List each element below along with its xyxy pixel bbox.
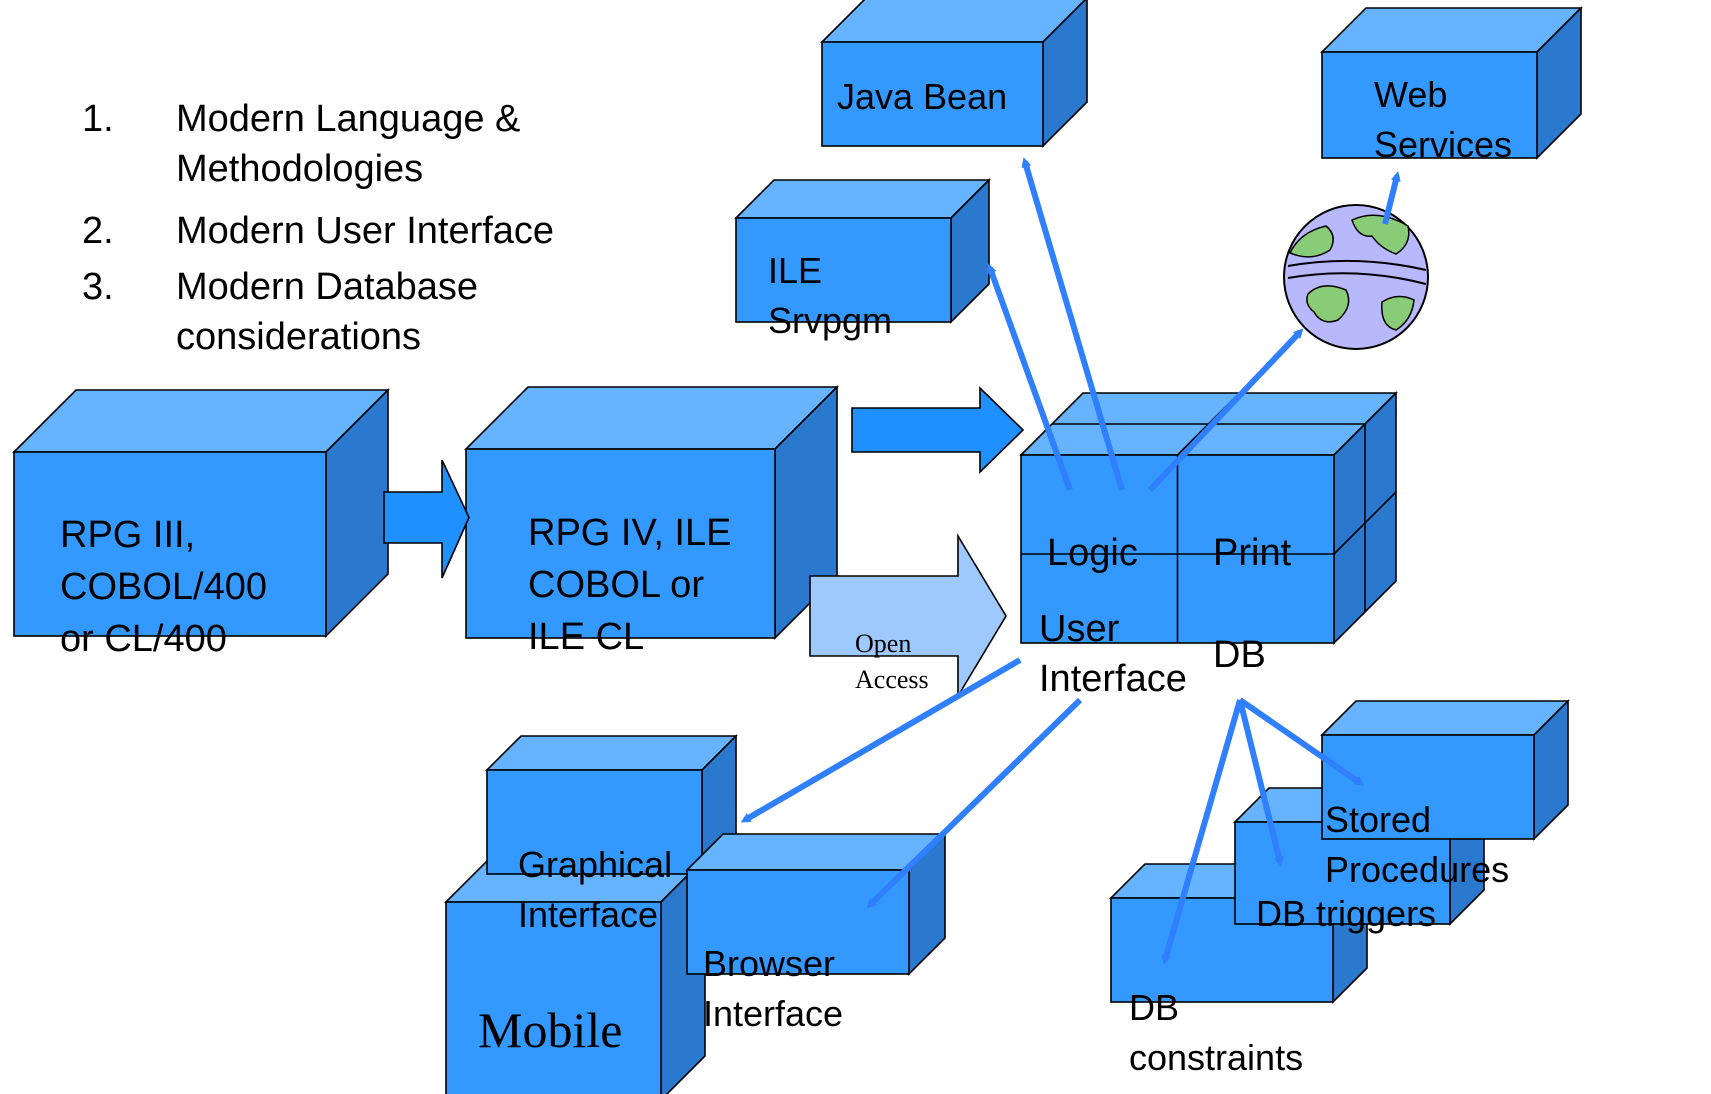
list-text-line: Modern Language & bbox=[176, 98, 521, 140]
arrow-logic-to-java-bean bbox=[1021, 157, 1125, 491]
rpg3-label-line: or CL/400 bbox=[60, 618, 227, 660]
stored-procedures-label-line: Stored bbox=[1325, 799, 1431, 840]
graphical-interface-label-line: Interface bbox=[518, 894, 658, 935]
stored-procedures-label-line: Procedures bbox=[1325, 849, 1509, 890]
mobile-label: Mobile bbox=[478, 1002, 622, 1058]
graphical-interface-box-front-face bbox=[486, 769, 703, 875]
list-text: Modern Database considerations bbox=[176, 262, 478, 362]
web-services-label-line: Web bbox=[1374, 74, 1447, 115]
arrow-ui-to-graphical bbox=[740, 657, 1022, 823]
arrow-db-to-constraints bbox=[1161, 699, 1243, 965]
mobile-box-front-face bbox=[445, 901, 662, 1094]
module-logic-label-line: Logic bbox=[1047, 532, 1138, 574]
open-access-label-line: Access bbox=[855, 665, 929, 694]
list-text-line: considerations bbox=[176, 316, 422, 358]
browser-interface-label-line: Interface bbox=[703, 993, 843, 1034]
list-number: 3. bbox=[82, 266, 114, 308]
module-logic-label: Logic bbox=[1047, 532, 1138, 574]
db-constraints-label: DB constraints bbox=[1129, 987, 1303, 1078]
arrow-globe-to-web-services bbox=[1382, 171, 1401, 225]
list-text: Modern User Interface bbox=[176, 210, 555, 252]
browser-interface-label-line: Browser bbox=[703, 943, 835, 984]
module-db-label: DB bbox=[1213, 634, 1266, 676]
rpg4-label: RPG IV, ILE COBOL or ILE CL bbox=[528, 512, 731, 658]
ile-srvpgm-label: ILE Srvpgm bbox=[768, 250, 892, 341]
rpg3-box-top-face bbox=[12, 389, 390, 453]
rpg4-label-line: ILE CL bbox=[528, 616, 644, 658]
mobile-label-line: Mobile bbox=[478, 1002, 622, 1058]
arrow-ui-to-browser bbox=[866, 697, 1083, 909]
transform-arrow bbox=[383, 459, 470, 579]
web-services-box-top-face bbox=[1320, 7, 1583, 53]
stored-procedures-box-front-face bbox=[1321, 734, 1535, 840]
rpg3-box bbox=[12, 388, 390, 638]
web-services-box-front-face bbox=[1321, 51, 1538, 159]
rpg3-label-line: RPG III, bbox=[60, 514, 195, 556]
module-db-label-line: DB bbox=[1213, 634, 1266, 676]
browser-interface-box-front-face bbox=[686, 869, 910, 975]
db-constraints-label-line: DB bbox=[1129, 987, 1179, 1028]
java-bean-label-line: Java Bean bbox=[837, 76, 1007, 117]
web-services-box bbox=[1320, 6, 1583, 160]
open-access-arrow bbox=[809, 533, 1007, 699]
list-text-line: Modern Database bbox=[176, 266, 479, 308]
list-text: Modern Language & Methodologies bbox=[176, 94, 520, 194]
globe-icon bbox=[1283, 204, 1429, 350]
stored-procedures-box-top-face bbox=[1320, 700, 1570, 736]
rpg4-box-top-face bbox=[464, 386, 839, 450]
db-triggers-label-line: DB triggers bbox=[1256, 893, 1436, 934]
ile-srvpgm-box-front-face bbox=[735, 217, 952, 323]
list-number: 1. bbox=[82, 98, 114, 140]
module-print-label-line: Print bbox=[1213, 532, 1292, 574]
rpg3-box-front-face bbox=[13, 451, 327, 637]
module-print-label: Print bbox=[1213, 532, 1292, 574]
db-constraints-label-line: constraints bbox=[1129, 1037, 1303, 1078]
browser-interface-box-top-face bbox=[685, 833, 947, 871]
rpg4-box-front-face bbox=[465, 448, 776, 639]
browser-interface-box bbox=[685, 832, 947, 976]
open-access-label-line: Open bbox=[855, 629, 911, 658]
java-bean-box bbox=[820, 0, 1088, 148]
ile-srvpgm-box-top-face bbox=[734, 179, 991, 219]
web-services-label-line: Services bbox=[1374, 124, 1512, 165]
java-bean-label: Java Bean bbox=[837, 76, 1007, 117]
rpg4-label-line: COBOL or bbox=[528, 564, 704, 606]
db-triggers-label: DB triggers bbox=[1256, 893, 1436, 934]
graphical-interface-label-line: Graphical bbox=[518, 844, 672, 885]
list-number: 2. bbox=[82, 210, 114, 252]
arrow-db-to-stored-procedures bbox=[1238, 697, 1365, 786]
module-user-interface-label-line: User bbox=[1039, 608, 1120, 650]
rpg4-label-line: RPG IV, ILE bbox=[528, 512, 731, 554]
graphical-interface-box-top-face bbox=[485, 735, 738, 771]
ile-srvpgm-label-line: Srvpgm bbox=[768, 300, 892, 341]
modernize-arrow bbox=[851, 386, 1025, 474]
java-bean-box-front-face bbox=[821, 41, 1044, 147]
stored-procedures-box bbox=[1320, 699, 1570, 841]
ile-srvpgm-label-line: ILE bbox=[768, 250, 822, 291]
list-text-line: Methodologies bbox=[176, 148, 424, 190]
arrow-logic-to-ile-srvpgm bbox=[986, 263, 1073, 492]
module-user-interface-label-line: Interface bbox=[1039, 658, 1187, 700]
rpg3-label: RPG III, COBOL/400 or CL/400 bbox=[60, 514, 267, 660]
rpg3-label-line: COBOL/400 bbox=[60, 566, 267, 608]
arrow-logic-to-globe bbox=[1147, 328, 1304, 493]
arrow-db-to-triggers bbox=[1237, 699, 1284, 867]
java-bean-box-top-face bbox=[820, 0, 1087, 43]
ile-srvpgm-box bbox=[734, 178, 991, 324]
